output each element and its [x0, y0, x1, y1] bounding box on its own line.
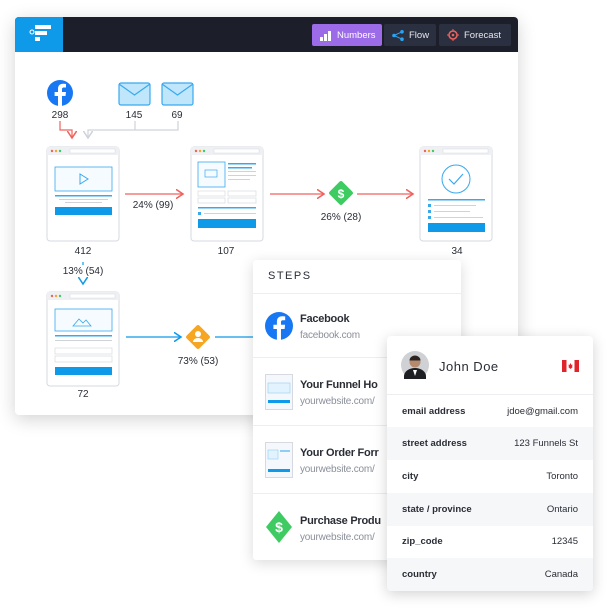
- avatar: [401, 351, 429, 379]
- step-item[interactable]: Your Funnel Ho yourwebsite.com/: [253, 357, 461, 425]
- crosshair-icon: [447, 29, 459, 41]
- dollar-diamond-icon[interactable]: $: [328, 180, 353, 205]
- page-count: 72: [77, 389, 89, 400]
- bar-chart-icon: [320, 30, 331, 41]
- step-url: yourwebsite.com/: [300, 396, 375, 407]
- header-bar: Numbers Flow Forecast: [15, 17, 518, 52]
- order-page-card[interactable]: [190, 146, 264, 242]
- email-icon[interactable]: [161, 82, 194, 106]
- app-logo[interactable]: [15, 17, 63, 52]
- page-count: 34: [451, 246, 463, 257]
- canada-flag-icon: [562, 360, 579, 372]
- conversion-label: 73% (53): [177, 356, 219, 367]
- upsell-page-card[interactable]: [46, 291, 120, 387]
- step-url: yourwebsite.com/: [300, 532, 375, 543]
- optin-page-card[interactable]: [46, 146, 120, 242]
- tab-flow[interactable]: Flow: [384, 24, 436, 46]
- source-count: 69: [171, 110, 183, 121]
- share-icon: [392, 29, 404, 41]
- step-url: yourwebsite.com/: [300, 464, 375, 475]
- contact-name: John Doe: [439, 359, 499, 374]
- thank-you-page-card[interactable]: [419, 146, 493, 242]
- svg-text:$: $: [275, 519, 283, 535]
- user-diamond-icon[interactable]: [185, 324, 210, 349]
- tab-numbers[interactable]: Numbers: [312, 24, 382, 46]
- page-thumbnail-icon: [265, 442, 293, 478]
- page-count: 412: [74, 246, 92, 257]
- step-title: Purchase Produ: [300, 515, 381, 527]
- page-thumbnail-icon: [265, 374, 293, 410]
- step-title: Facebook: [300, 313, 350, 325]
- steps-title: STEPS: [268, 270, 312, 282]
- conversion-label: 13% (54): [48, 266, 118, 277]
- funnel-diagram: $: [46, 80, 493, 387]
- conversion-label: 26% (28): [320, 212, 362, 223]
- step-title: Your Order Forr: [300, 447, 379, 459]
- tab-label: Forecast: [464, 29, 501, 41]
- svg-text:$: $: [338, 187, 345, 201]
- step-item[interactable]: Your Order Forr yourwebsite.com/: [253, 425, 461, 493]
- source-count: 145: [125, 110, 143, 121]
- conversion-label: 24% (99): [132, 200, 174, 211]
- dollar-diamond-icon: $: [266, 511, 292, 543]
- facebook-icon[interactable]: [47, 80, 73, 106]
- facebook-icon: [265, 312, 293, 340]
- tab-label: Numbers: [337, 29, 376, 41]
- tab-forecast[interactable]: Forecast: [439, 24, 511, 46]
- step-item[interactable]: $ Purchase Produ yourwebsite.com/: [253, 493, 461, 560]
- page-count: 107: [217, 246, 235, 257]
- email-icon[interactable]: [118, 82, 151, 106]
- step-url: facebook.com: [300, 330, 360, 341]
- step-item[interactable]: Facebook facebook.com: [253, 293, 461, 357]
- step-title: Your Funnel Ho: [300, 379, 378, 391]
- tab-label: Flow: [409, 29, 430, 41]
- source-count: 298: [51, 110, 69, 121]
